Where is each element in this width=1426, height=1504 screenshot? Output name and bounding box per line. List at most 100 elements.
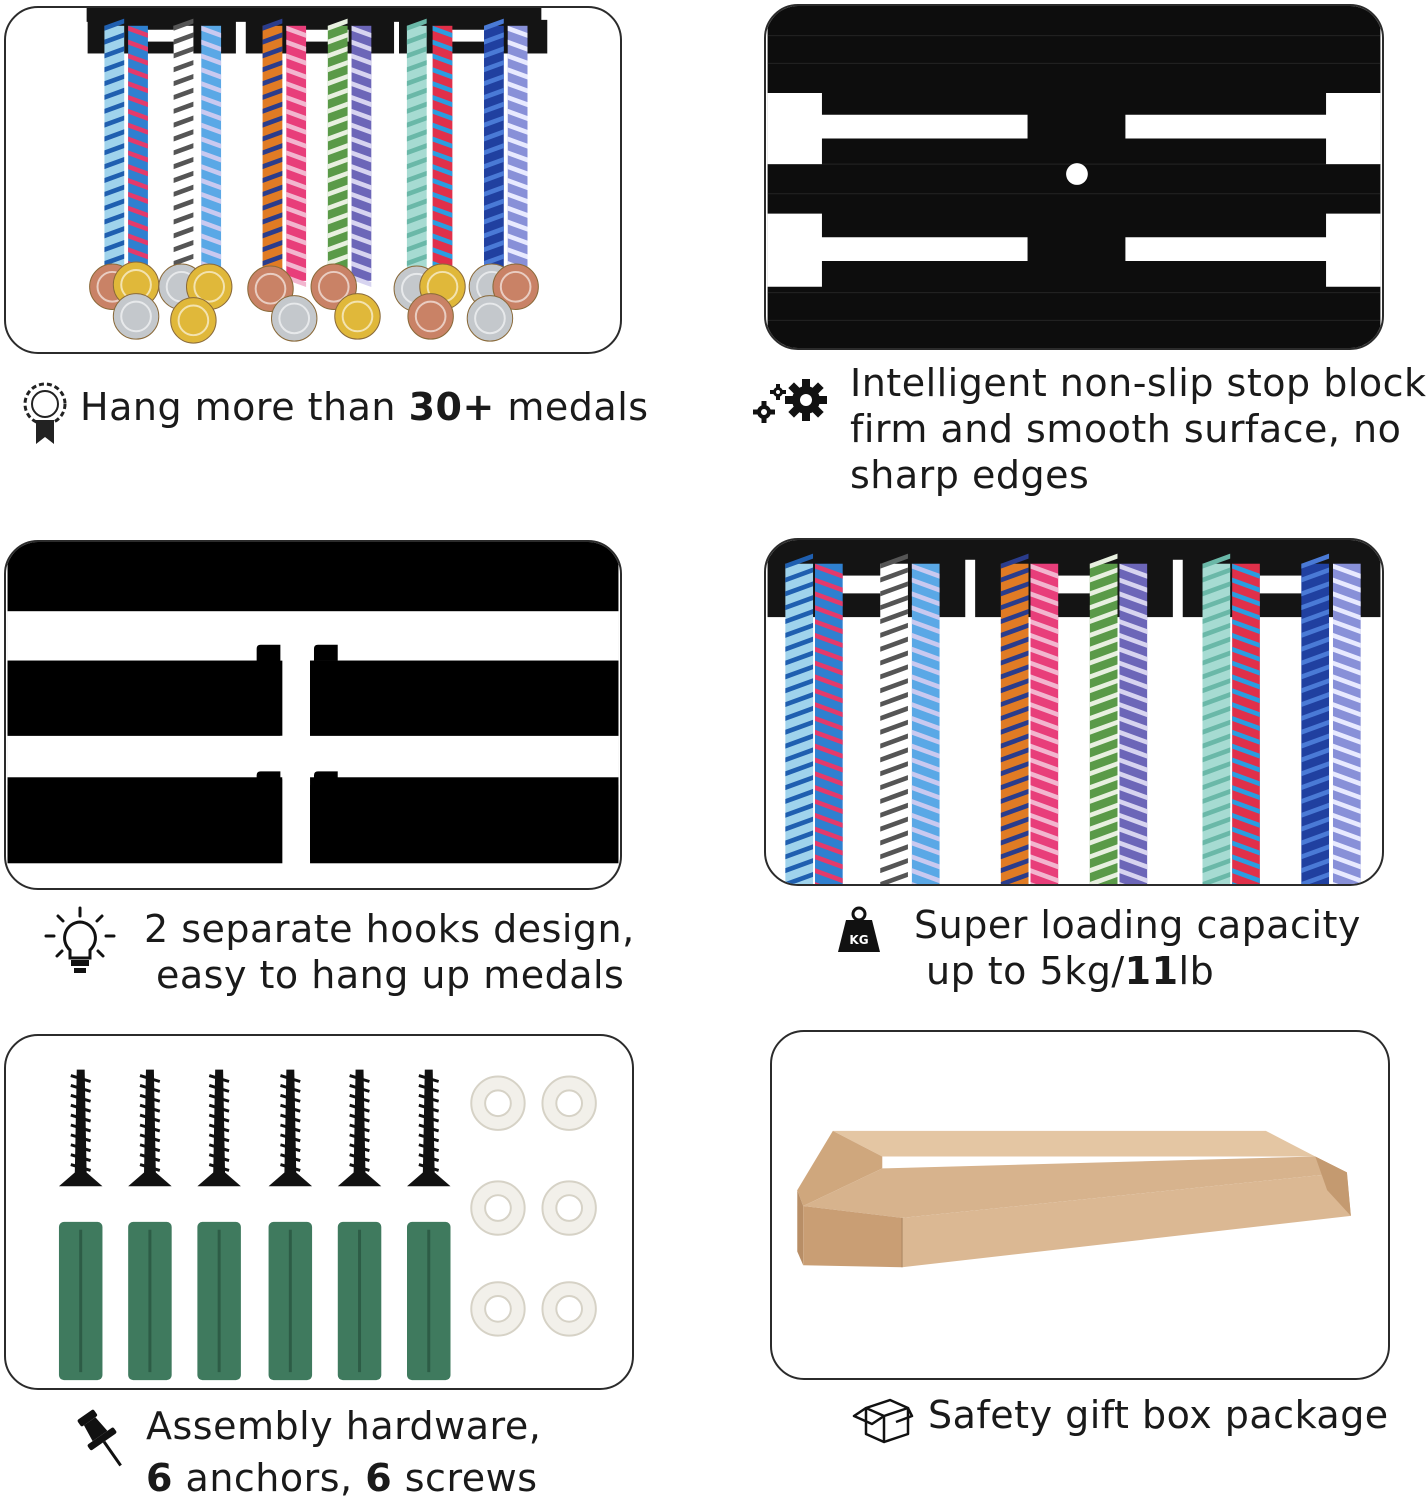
medal-rim [177, 304, 210, 337]
hardware-photo [4, 1034, 634, 1390]
ribbon [1301, 553, 1330, 884]
box-icon [846, 1392, 914, 1444]
ribbon [201, 25, 222, 288]
caption-hardware-line-1: Assembly hardware, [146, 1404, 542, 1448]
ribbon [1332, 563, 1361, 884]
caption-capacity-unit: lb [1178, 949, 1215, 993]
caption-medals-count: 30+ [408, 385, 495, 429]
medal-rim [474, 302, 506, 335]
caption-stop-block-line-3: sharp edges [850, 453, 1090, 497]
ribbon [432, 25, 453, 288]
caption-medals: Hang more than 30+ medals [20, 380, 649, 446]
ribbon [1000, 553, 1029, 884]
ribbon [484, 18, 504, 281]
ribbon [351, 25, 372, 288]
caption-box: Safety gift box package [846, 1392, 1389, 1444]
caption-box-text: Safety gift box package [928, 1393, 1389, 1437]
medal-rim [254, 272, 287, 305]
ribbon [327, 18, 348, 281]
medal-rim [341, 300, 374, 333]
caption-medals-post: medals [494, 385, 649, 429]
hook-gap [442, 29, 502, 42]
screw [58, 1069, 103, 1187]
ribbon [173, 18, 194, 281]
ribbon [286, 25, 307, 288]
medal-rim [317, 270, 350, 303]
ribbon [104, 18, 125, 281]
screw [128, 1069, 172, 1187]
medal [270, 295, 318, 342]
spacer-ring [470, 1281, 526, 1337]
ribbon [262, 18, 283, 281]
hook-gap [289, 29, 349, 42]
spacer-ring [541, 1281, 597, 1337]
caption-stop-block-line-2: firm and smooth surface, no [850, 407, 1402, 451]
medal-rim [193, 270, 226, 303]
caption-capacity-line-1: Super loading capacity [914, 903, 1361, 947]
caption-hardware: Assembly hardware, 6 anchors, 6 screws [74, 1400, 541, 1504]
screw [268, 1069, 313, 1187]
spacer-ring [541, 1075, 597, 1131]
ribbon [815, 563, 843, 884]
medal [334, 293, 381, 340]
kg-weight-icon: KG [836, 906, 882, 956]
ribbon [785, 553, 814, 884]
loaded-rack-photo [764, 538, 1384, 886]
ribbon [1119, 563, 1148, 884]
ribbon [406, 18, 427, 281]
caption-hardware-screw-count: 6 [365, 1456, 393, 1500]
caption-capacity-weight: 11 [1124, 949, 1179, 993]
wall-anchor [58, 1221, 103, 1381]
ribbon [1232, 563, 1260, 884]
medal-rim [414, 300, 447, 333]
hooks-design-photo [4, 540, 622, 890]
caption-stop-block-line-1: Intelligent non-slip stop block, [850, 361, 1426, 405]
ribbon [1202, 553, 1231, 884]
caption-hardware-screws: screws [392, 1456, 538, 1500]
medal [466, 295, 514, 342]
wall-anchor [268, 1221, 313, 1381]
lightbulb-icon [44, 906, 116, 978]
ribbon [1030, 563, 1059, 884]
hook-gap [131, 29, 191, 42]
spacer-ring [470, 1075, 526, 1131]
pushpin-icon [74, 1406, 126, 1476]
medal [170, 297, 217, 344]
caption-stop-block: Intelligent non-slip stop block, firm an… [750, 360, 1426, 498]
medal [407, 293, 454, 340]
ribbon [1089, 553, 1118, 884]
ribbon [128, 25, 148, 288]
caption-hooks-line-1: 2 separate hooks design, [144, 907, 635, 951]
wall-anchor [128, 1221, 172, 1381]
spacer-ring [541, 1180, 597, 1236]
caption-medals-pre: Hang more than [80, 385, 409, 429]
wall-anchor [197, 1221, 241, 1381]
screw [337, 1069, 382, 1187]
caption-capacity: KG Super loading capacity up to 5kg/11lb [836, 902, 1361, 994]
caption-capacity-line-2-pre: up to 5kg/ [926, 949, 1125, 993]
caption-hardware-anchor-count: 6 [146, 1456, 173, 1500]
medal-rim [120, 300, 152, 333]
screw [197, 1069, 241, 1187]
award-ribbon-icon [20, 380, 70, 446]
screw [407, 1069, 451, 1187]
caption-hardware-anchors: anchors, [172, 1456, 366, 1500]
kg-label: KG [849, 933, 868, 947]
wall-anchor [337, 1221, 382, 1381]
caption-hooks-line-2: easy to hang up medals [156, 953, 625, 997]
ribbon [507, 25, 528, 288]
rack-bar [86, 8, 542, 22]
gears-icon [750, 372, 834, 432]
stop-block-photo [764, 4, 1384, 350]
medal [112, 293, 160, 340]
ribbon [911, 563, 940, 884]
medals-rack-photo [4, 6, 622, 354]
ribbon [880, 553, 908, 884]
caption-hooks: 2 separate hooks design, easy to hang up… [44, 906, 635, 998]
spacer-ring [470, 1180, 526, 1236]
gift-box-photo [770, 1030, 1390, 1380]
wall-anchor [407, 1221, 451, 1381]
medal-rim [499, 270, 532, 303]
medal [492, 263, 539, 310]
medal-rim [278, 302, 311, 335]
